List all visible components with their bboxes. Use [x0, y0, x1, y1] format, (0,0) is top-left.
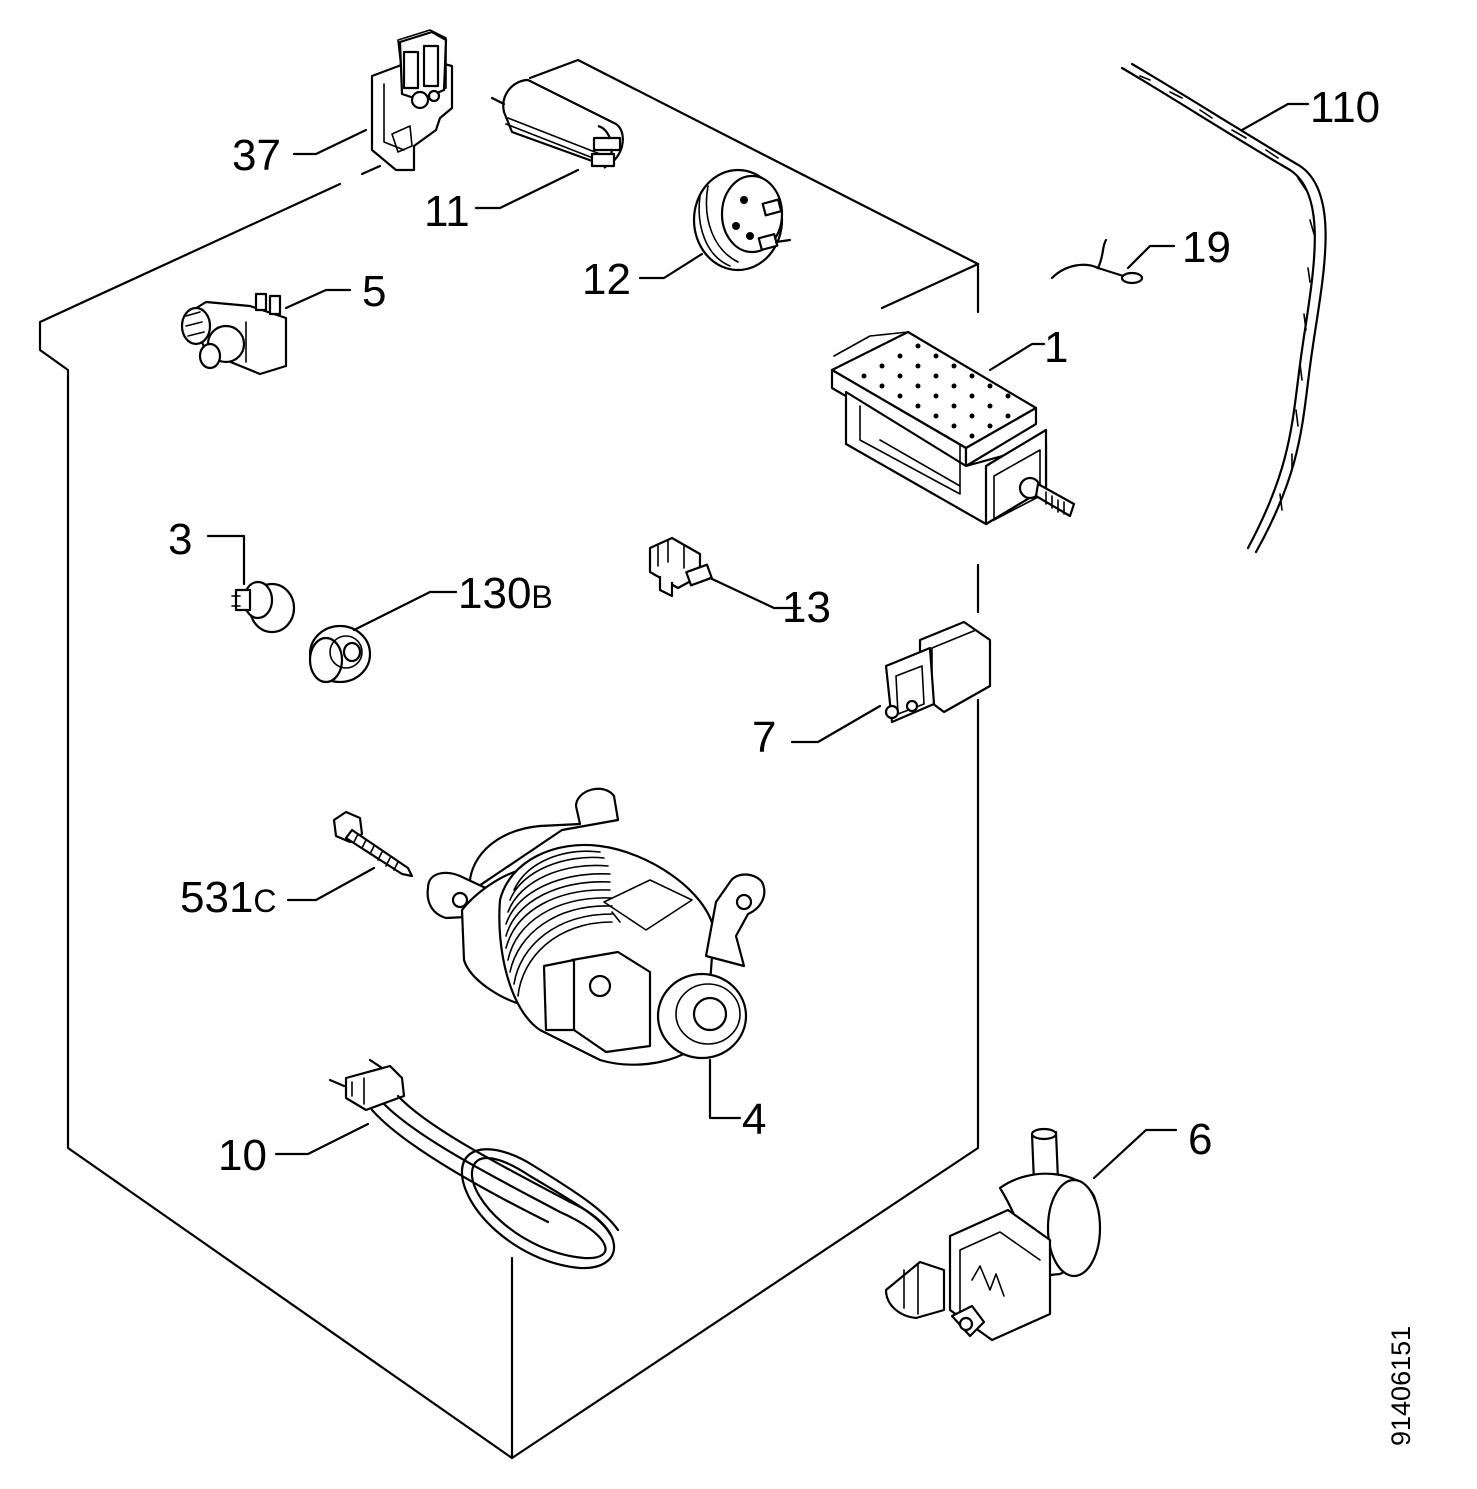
- part-37-bracket: [370, 29, 454, 172]
- part-13-connector: [648, 536, 713, 598]
- part-7-door-interlock: [884, 620, 992, 724]
- label-7: 7: [752, 713, 776, 762]
- label-3: 3: [168, 515, 192, 564]
- part-5-inlet-valve: [180, 292, 288, 376]
- part-6-drain-pump: [884, 1127, 1102, 1342]
- label-1: 1: [1044, 323, 1068, 372]
- label-130b: 130B: [458, 569, 553, 618]
- label-531c: 531C: [180, 873, 277, 922]
- label-130b-number: 130: [458, 569, 531, 618]
- leader-lines: [206, 102, 1310, 1180]
- label-5: 5: [362, 267, 386, 316]
- label-4: 4: [742, 1095, 766, 1144]
- part-11-capacitor: [490, 78, 624, 169]
- part-1-program-timer: [830, 330, 1076, 526]
- part-19-wire-clip: [1050, 238, 1144, 285]
- cabinet-outline: [38, 58, 980, 1460]
- part-labels: 37 11 12 5 110 19 1 3 130B 13 7 531C 4 1…: [168, 83, 1380, 1180]
- drawing-reference-number: 91406151: [1386, 1326, 1416, 1446]
- label-531c-number: 531: [180, 873, 253, 922]
- part-10-heating-element: [328, 1058, 620, 1270]
- part-531c-screw: [332, 810, 414, 878]
- label-19: 19: [1182, 223, 1231, 272]
- part-110-hose: [1120, 62, 1327, 554]
- label-13: 13: [782, 583, 831, 632]
- label-110: 110: [1310, 83, 1380, 132]
- label-37: 37: [232, 131, 281, 180]
- part-3-switch: [231, 580, 296, 634]
- part-130b-cap: [308, 624, 372, 684]
- label-12: 12: [582, 255, 631, 304]
- label-6: 6: [1188, 1115, 1212, 1164]
- label-11: 11: [424, 187, 470, 236]
- part-12-pressure-switch: [692, 168, 792, 272]
- label-10: 10: [218, 1131, 267, 1180]
- label-130b-suffix: B: [531, 579, 552, 615]
- part-4-motor: [426, 787, 766, 1066]
- label-531c-suffix: C: [253, 883, 276, 919]
